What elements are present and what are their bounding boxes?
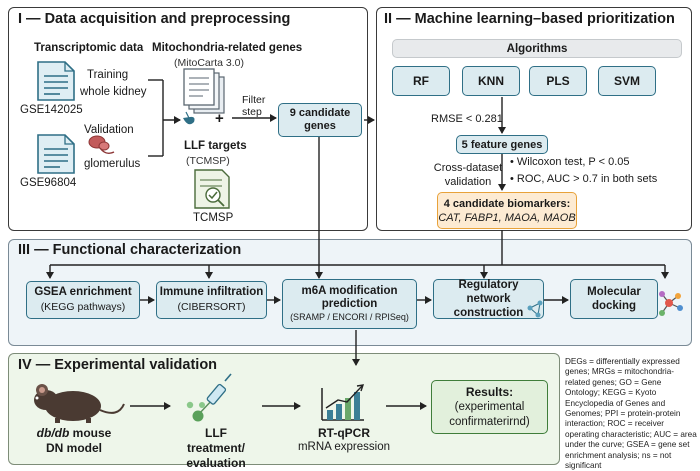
- network-icon: [527, 300, 543, 318]
- criteria-wilcoxon: • Wilcoxon test, P < 0.05: [510, 156, 630, 168]
- llf-targets-title: LLF targets: [184, 140, 247, 152]
- criteria-roc: • ROC, AUC > 0.7 in both sets: [510, 173, 658, 185]
- biomarkers-genes: CAT, FABP1, MAOA, MAOB: [438, 211, 576, 224]
- plus-sign: +: [215, 110, 224, 127]
- docking-title: Molecular docking: [587, 286, 641, 312]
- docking-box: Molecular docking: [570, 279, 658, 319]
- algorithm-pls: PLS: [529, 66, 587, 96]
- results-title: Results:: [465, 384, 514, 399]
- cross-validation-label: Cross-dataset validation: [433, 162, 503, 188]
- m6a-box: m6A modification prediction (SRAMP / ENC…: [282, 279, 417, 329]
- biomarkers-title: 4 candidate biomarkers:: [443, 197, 571, 210]
- training-document-icon: [37, 61, 75, 101]
- tcmsp-document-icon: [194, 169, 230, 209]
- feature-genes-box: 5 feature genes: [456, 135, 548, 154]
- immune-box: Immune infiltration (CIBERSORT): [156, 281, 267, 319]
- validation-sub: glomerulus: [84, 158, 141, 170]
- panel-1-title: I — Data acquisition and preprocessing: [18, 11, 291, 27]
- abbreviations-legend: DEGs = differentially expressed genes; M…: [565, 357, 697, 471]
- filter-icon: [183, 111, 195, 125]
- regulatory-title: Regulatory network construction: [453, 279, 524, 319]
- syringe-icon: [186, 373, 232, 422]
- algorithms-header: Algorithms: [392, 39, 682, 58]
- mitochondria-database-icon: [183, 68, 225, 114]
- bar-chart-icon: [321, 384, 365, 421]
- results-sub: (experimental confirmaterirnd): [449, 400, 530, 428]
- results-box: Results: (experimental confirmaterirnd): [431, 380, 548, 434]
- validation-document-icon: [37, 134, 75, 174]
- algorithm-knn: KNN: [462, 66, 520, 96]
- filter-step-label: Filter step: [242, 94, 266, 118]
- mouse-icon: [34, 384, 125, 423]
- immune-sub: (CIBERSORT): [177, 301, 246, 313]
- glomerulus-icon: [88, 135, 115, 155]
- tcmsp-label: TCMSP: [193, 212, 234, 224]
- gse-val-label: GSE96804: [20, 177, 77, 189]
- panel-2-title: II — Machine learning–based prioritizati…: [384, 11, 675, 27]
- gsea-box: GSEA enrichment (KEGG pathways): [26, 281, 140, 319]
- training-sub: whole kidney: [80, 86, 147, 98]
- molecule-icon: [659, 291, 683, 316]
- candidate-genes-box: 9 candidate genes: [278, 103, 362, 137]
- rtqpcr-sub: mRNA expression: [297, 441, 391, 453]
- panel-4-title: IV — Experimental validation: [18, 357, 218, 373]
- mito-sub: (MitoCarta 3.0): [174, 57, 245, 69]
- panel-3-title: III — Functional characterization: [18, 242, 242, 258]
- immune-title: Immune infiltration: [159, 286, 264, 298]
- regulatory-box: Regulatory network construction: [433, 279, 544, 319]
- db-db-label: db/db: [36, 426, 70, 440]
- m6a-title: m6A modification prediction: [301, 284, 398, 310]
- transcriptomic-title: Transcriptomic data: [34, 42, 144, 54]
- rtqpcr-label: RT-qPCR: [318, 426, 370, 440]
- candidate-biomarkers-box: 4 candidate biomarkers: CAT, FABP1, MAOA…: [437, 192, 577, 229]
- llf-treatment-label: LLF treatment/ evaluation: [186, 426, 246, 470]
- algorithm-rf: RF: [392, 66, 450, 96]
- algorithm-svm: SVM: [598, 66, 656, 96]
- gsea-sub: (KEGG pathways): [40, 301, 126, 313]
- rmse-label: RMSE < 0.281: [431, 113, 503, 125]
- mito-title: Mitochondria-related genes: [152, 42, 303, 54]
- dn-model-label: DN model: [45, 441, 102, 455]
- gsea-title: GSEA enrichment: [34, 286, 132, 298]
- validation-label: Validation: [84, 124, 134, 136]
- training-label: Training: [87, 69, 129, 81]
- gse-train-label: GSE142025: [20, 104, 83, 116]
- mouse-label-rest: mouse: [69, 426, 112, 440]
- llf-targets-sub: (TCMSP): [186, 155, 230, 167]
- m6a-sub: (SRAMP / ENCORI / RPISeq): [290, 311, 409, 322]
- mouse-model-label: db/db mouse: [26, 426, 122, 440]
